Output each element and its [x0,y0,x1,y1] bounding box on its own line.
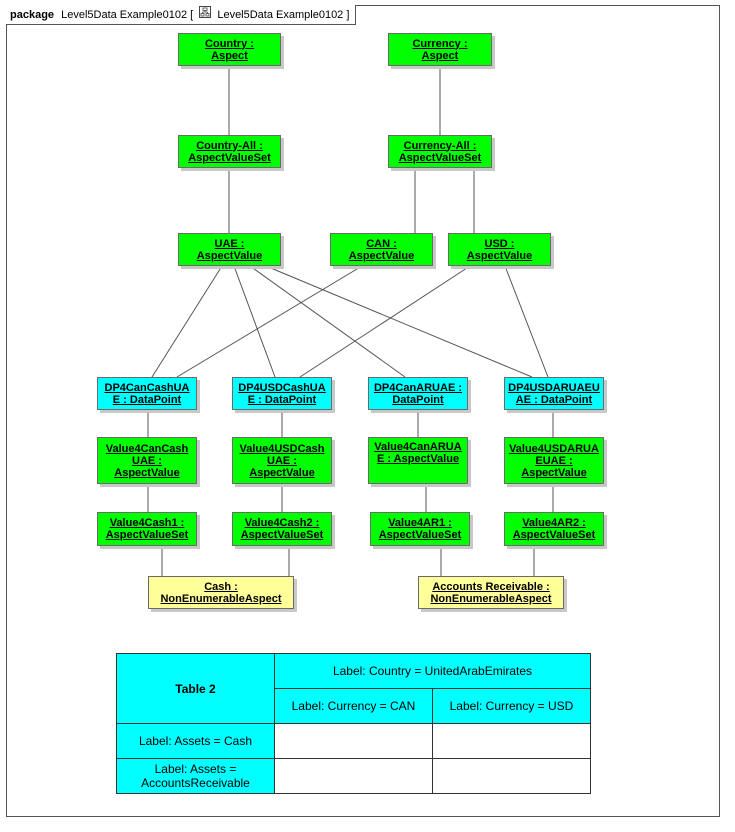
node-type: E : DataPoint [112,393,182,406]
node-value-usd-cash[interactable]: Value4USDCash UAE : AspectValue [232,437,332,484]
node-dp-usd-cash[interactable]: DP4USDCashUA E : DataPoint [232,377,332,410]
close-bracket: ] [346,9,350,21]
table-cell-cash-can [274,723,433,759]
table-title: Table 2 [116,653,275,724]
node-label: Value4CanCash [105,442,189,455]
node-type: NonEnumerableAspect [430,592,552,605]
node-type: AspectValue [348,249,415,262]
node-type: Aspect [211,49,248,62]
open-bracket: [ [190,9,194,21]
node-currency-all[interactable]: Currency-All : AspectValueSet [388,135,492,168]
node-type: AspectValueSet [188,151,271,164]
node-label: DP4USDCashUA [238,381,326,394]
node-dp-usd-ar[interactable]: DP4USDARUAEU AE : DataPoint [504,377,604,410]
node-type: AspectValue [466,249,533,262]
table-cell-ar-can [274,758,433,794]
node-dp-can-ar[interactable]: DP4CanARUAE : DataPoint [368,377,468,410]
node-type: AspectValue [196,249,263,262]
node-ar-aspect[interactable]: Accounts Receivable : NonEnumerableAspec… [418,576,564,609]
edge-can-dp-can-cash [176,265,363,378]
node-label: CAN : [366,237,397,250]
edge-usd-dp-usd-ar [504,265,549,378]
table-cell-ar-usd [432,758,591,794]
node-type: AspectValueSet [378,529,462,541]
node-cash1[interactable]: Value4Cash1 : AspectValueSet [97,512,197,546]
table-row-ar-line2: AccountsReceivable [141,776,250,790]
node-label: UAE : [267,454,297,467]
node-label: Value4Cash2 : [244,517,320,529]
diagram-icon [199,5,212,25]
node-type: AspectValueSet [398,151,482,164]
edge-uae-dp-can-ar [249,265,406,378]
node-value-can-ar[interactable]: Value4CanARUA E : AspectValue [368,437,468,484]
package-frame [6,5,720,817]
node-can[interactable]: CAN : AspectValue [330,233,433,266]
node-type: E : AspectValue [376,453,460,465]
package-header: package Level5Data Example0102 [ Level5D… [6,5,357,25]
node-label: EUAE : [535,454,573,467]
node-type: NonEnumerableAspect [160,592,282,605]
node-uae[interactable]: UAE : AspectValue [178,233,281,266]
table-col-usd: Label: Currency = USD [432,688,591,724]
node-ar1[interactable]: Value4AR1 : AspectValueSet [370,512,470,546]
diagram-name: Level5Data Example0102 [217,9,344,21]
node-type: AspectValue [249,466,315,479]
table-row-cash: Label: Assets = Cash [116,723,275,759]
table-country-header: Label: Country = UnitedArabEmirates [274,653,591,689]
node-cash2[interactable]: Value4Cash2 : AspectValueSet [232,512,332,546]
table-cell-cash-usd [432,723,591,759]
node-cash-aspect[interactable]: Cash : NonEnumerableAspect [148,576,294,609]
node-label: UAE : [214,237,245,250]
node-label: Country-All : [196,139,263,152]
table-col-can: Label: Currency = CAN [274,688,433,724]
node-value-can-cash[interactable]: Value4CanCash UAE : AspectValue [97,437,197,484]
node-country-all[interactable]: Country-All : AspectValueSet [178,135,281,168]
edge-uae-dp-usd-cash [233,265,276,378]
node-type: AspectValue [114,466,180,479]
node-type: AspectValueSet [105,529,189,541]
node-label: USD : [484,237,515,250]
package-name: Level5Data Example0102 [61,9,188,21]
node-label: Value4USDCash [239,442,325,455]
node-dp-can-cash[interactable]: DP4CanCashUA E : DataPoint [97,377,197,410]
table-row-ar-line1: Label: Assets = [154,762,237,776]
node-label: Currency : [412,37,468,50]
node-label: Cash : [204,580,238,593]
edge-uae-dp-usd-ar [265,265,533,378]
edge-usd-dp-usd-cash [299,265,471,378]
node-label: Value4CanARUA [374,441,462,453]
node-type: Aspect [421,49,459,62]
node-usd[interactable]: USD : AspectValue [448,233,551,266]
node-currency-aspect[interactable]: Currency : Aspect [388,33,492,66]
table-row-ar: Label: Assets = AccountsReceivable [116,758,275,794]
edge-uae-dp-can-cash [151,265,223,378]
node-type: AspectValueSet [512,529,596,541]
node-type: DataPoint [392,393,444,406]
node-type: AE : DataPoint [515,393,593,406]
node-label: DP4CanARUAE : [373,381,462,394]
node-ar2[interactable]: Value4AR2 : AspectValueSet [504,512,604,546]
node-type: E : DataPoint [247,393,317,406]
node-type: AspectValue [521,466,587,479]
node-value-usd-ar[interactable]: Value4USDARUA EUAE : AspectValue [504,437,604,484]
node-label: Value4Cash1 : [109,517,185,529]
node-label: Value4AR2 : [522,517,586,529]
node-label: Accounts Receivable : [432,580,550,593]
node-label: DP4USDARUAEU [508,381,600,394]
table-2: Table 2 Label: Country = UnitedArabEmira… [116,653,591,794]
node-label: UAE : [132,454,162,467]
package-keyword: package [10,9,55,21]
node-label: Value4AR1 : [388,517,452,529]
node-country-aspect[interactable]: Country : Aspect [178,33,281,66]
node-label: DP4CanCashUA [104,381,190,394]
node-label: Country : [205,37,254,50]
node-label: Value4USDARUA [509,442,599,455]
node-label: Currency-All : [403,139,477,152]
node-type: AspectValueSet [240,529,324,541]
